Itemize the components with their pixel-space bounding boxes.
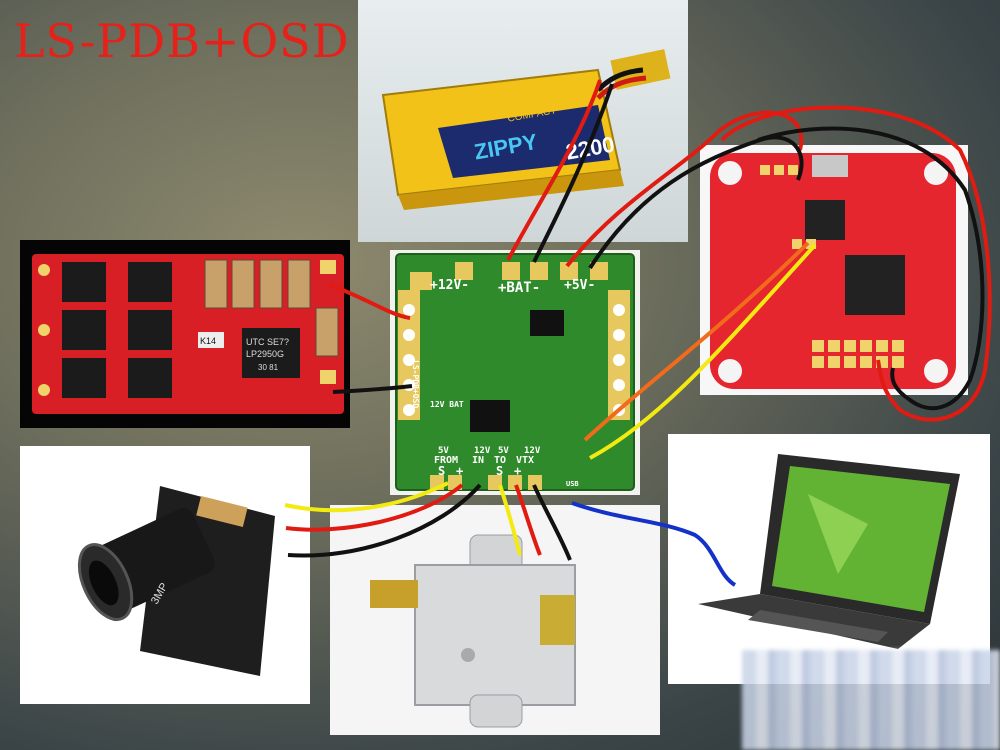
laptop-photo (668, 434, 990, 684)
esc-board-photo: UTC SE7? LP2950G 30 81 K14 (20, 240, 350, 428)
pdb-12v-d-label: 12V (524, 446, 541, 456)
wire-fc-red (565, 110, 804, 268)
flight-controller-photo (700, 145, 968, 395)
esc-k14-text: K14 (200, 336, 216, 346)
wire-osd-yellow (589, 243, 817, 460)
wire-camera-red (285, 483, 464, 532)
wire-camera-black (287, 483, 482, 558)
pdb-5v-label: +5V- (564, 278, 596, 293)
esc-chip-text-3: 30 81 (258, 363, 279, 372)
wire-vtx-yellow (498, 484, 522, 556)
wire-esc-red (329, 283, 411, 320)
pdb-plus-right-label: + (514, 464, 522, 478)
flight-controller-drawing (710, 153, 956, 389)
pdb-s-left-label: S (438, 464, 446, 478)
wire-camera-yellow (284, 481, 449, 513)
fpv-camera-drawing: 3MP (77, 486, 275, 676)
pdb-plus-left-label: + (456, 464, 464, 478)
wire-vtx-red (514, 484, 542, 556)
pdb-usb-label: USB (566, 480, 579, 488)
esc-chip-text-2: LP2950G (246, 349, 284, 359)
wire-osd-orange (583, 241, 810, 442)
wire-battery-black (532, 83, 614, 263)
lipo-battery-drawing: ZIPPY COMPACT 2200 (381, 49, 671, 210)
blurred-watermark (742, 650, 1000, 750)
wire-vtx-black (532, 484, 572, 561)
video-transmitter-drawing (370, 534, 576, 728)
lipo-battery-photo: ZIPPY COMPACT 2200 (358, 0, 688, 242)
video-transmitter-photo (330, 505, 660, 735)
wire-usb-blue (571, 501, 737, 587)
pdb-bat-label: +BAT- (498, 280, 541, 296)
pdb-vtx-label: VTX (516, 455, 535, 466)
pdb-to-label: TO (494, 455, 507, 466)
laptop-drawing (698, 454, 960, 649)
fpv-camera-photo: 3MP (20, 446, 310, 704)
pdb-s-right-label: S (496, 464, 504, 478)
esc-chip-text-1: UTC SE7? (246, 337, 289, 347)
wire-fc-black (588, 135, 804, 270)
wire-fc-loop-red (720, 105, 992, 422)
pdb-osd-board-photo: +12V- +BAT- +5V- LS-PDB+OSD 12V BAT 5V 1… (390, 250, 640, 495)
pdb-12v-bat-label: 12V BAT (430, 400, 464, 409)
pdb-5v-a-label: 5V (438, 446, 449, 456)
wire-battery-red (506, 79, 602, 261)
pdb-12v-b-label: 12V (474, 446, 491, 456)
pdb-12v-label: +12V- (430, 278, 470, 293)
pdb-5v-c-label: 5V (498, 446, 509, 456)
esc-board-drawing: UTC SE7? LP2950G 30 81 K14 (32, 254, 344, 414)
wire-fc-loop-black (757, 126, 985, 411)
pdb-from-label: FROM (434, 455, 459, 466)
pdb-in-label: IN (472, 455, 485, 466)
wire-esc-black (332, 384, 413, 394)
